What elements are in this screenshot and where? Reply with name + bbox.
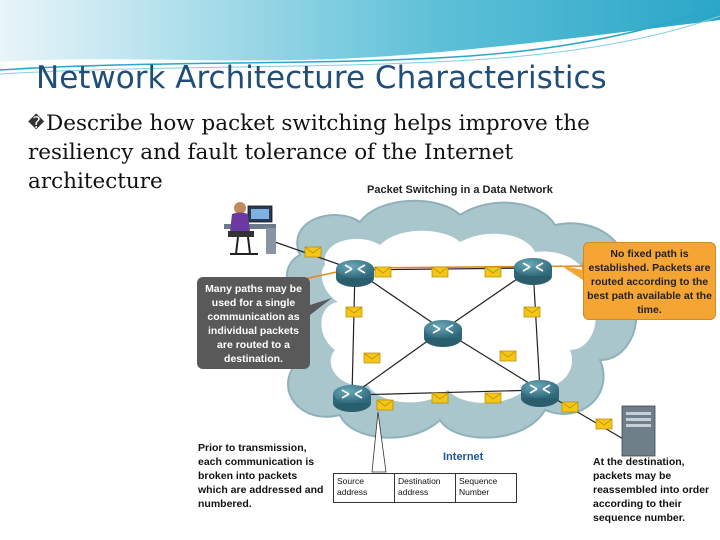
envelope-icon bbox=[523, 306, 541, 318]
envelope-icon bbox=[484, 266, 502, 278]
router-icon bbox=[513, 257, 553, 286]
packet-header: Source address Destination address Seque… bbox=[333, 473, 517, 503]
callout-many-paths: Many paths may be used for a single comm… bbox=[197, 277, 310, 369]
note-at-destination: At the destination, packets may be reass… bbox=[593, 456, 710, 524]
bullet-point: �Describe how packet switching helps imp… bbox=[28, 108, 628, 196]
bullet-text: Describe how packet switching helps impr… bbox=[28, 111, 590, 194]
envelope-icon bbox=[499, 350, 517, 362]
envelope-icon bbox=[431, 266, 449, 278]
envelope-icon bbox=[363, 352, 381, 364]
envelope-icon bbox=[304, 246, 322, 258]
figure-title: Packet Switching in a Data Network bbox=[367, 184, 553, 196]
header-destination-address: Destination address bbox=[395, 474, 456, 502]
header-source-address: Source address bbox=[334, 474, 395, 502]
user-at-desk-icon bbox=[224, 202, 276, 255]
envelope-icon bbox=[431, 392, 449, 404]
envelope-icon bbox=[376, 399, 394, 411]
router-icon bbox=[423, 319, 463, 348]
router-icon bbox=[335, 259, 375, 288]
header-decoration bbox=[0, 0, 720, 75]
envelope-icon bbox=[345, 306, 363, 318]
internet-label: Internet bbox=[443, 451, 484, 463]
envelope-icon bbox=[374, 266, 392, 278]
header-sequence-number: Sequence Number bbox=[459, 476, 498, 497]
bullet-glyph: � bbox=[28, 113, 45, 132]
slide-title: Network Architecture Characteristics bbox=[36, 60, 607, 96]
server-icon bbox=[621, 405, 656, 457]
envelope-icon bbox=[484, 392, 502, 404]
envelope-icon bbox=[561, 401, 579, 413]
router-icon bbox=[520, 379, 560, 408]
envelope-icon bbox=[595, 418, 613, 430]
router-icon bbox=[332, 384, 372, 413]
callout-no-fixed-path: No fixed path is established. Packets ar… bbox=[583, 242, 716, 320]
note-prior-to-transmission: Prior to transmission, each communicatio… bbox=[198, 442, 324, 510]
